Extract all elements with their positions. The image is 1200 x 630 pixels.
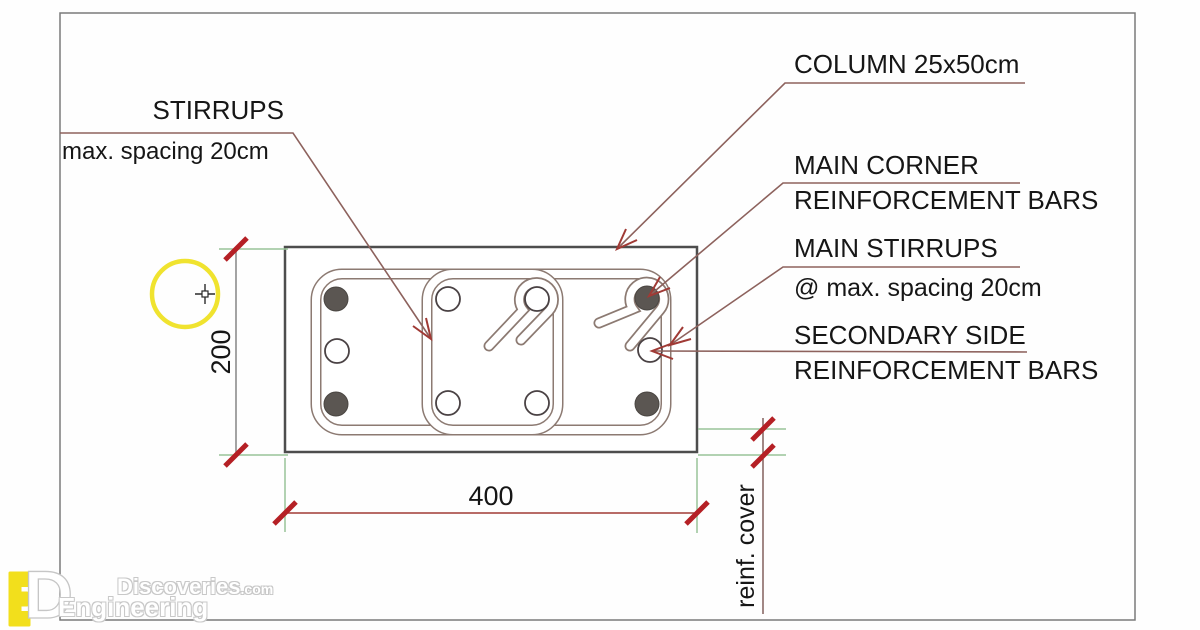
main-corner-label-line1: MAIN CORNER (794, 150, 979, 180)
secondary-side-label-line2: REINFORCEMENT BARS (794, 355, 1099, 385)
cross-tie-hook-corner (595, 278, 668, 350)
tick-mark (684, 500, 710, 526)
middle-bar (435, 286, 461, 312)
arrowhead-main-corner (646, 276, 671, 298)
tick-mark (223, 442, 249, 468)
corner-bar (634, 391, 660, 417)
arrowhead-secondary (649, 342, 674, 360)
side-bar (637, 337, 663, 363)
leader-line-main-stirrups (669, 266, 1020, 346)
cross-tie-hook-middle (485, 278, 558, 350)
secondary-side-label-line1: SECONDARY SIDE (794, 320, 1026, 350)
middle-bar (524, 286, 550, 312)
logo-letter-e (8, 571, 31, 627)
dim-height-value: 200 (205, 329, 236, 375)
watermark-discoveries: Discoveries.com (117, 574, 273, 600)
leader-line-column (616, 82, 1025, 250)
inner-stirrup (423, 270, 562, 434)
drawing-frame (59, 12, 1136, 621)
tick-mark (223, 236, 249, 262)
arrowhead-column (615, 228, 638, 251)
stirrups-label: STIRRUPS (152, 95, 284, 125)
main-stirrups-label-line1: MAIN STIRRUPS (794, 233, 998, 263)
column-size-label: COLUMN 25x50cm (794, 49, 1020, 79)
arrowhead-stirrups (412, 317, 433, 342)
main-stirrups-label-line2: @ max. spacing 20cm (794, 274, 1042, 302)
stirrups-spacing-label: max. spacing 20cm (62, 138, 269, 165)
middle-bar (435, 390, 461, 416)
watermark-engineering: Engineering (58, 592, 209, 622)
middle-bar (524, 390, 550, 416)
cursor-crosshair-icon (195, 284, 215, 304)
tick-mark (272, 500, 298, 526)
highlight-circle (149, 258, 221, 330)
dim-cover-label: reinf. cover (731, 484, 760, 608)
corner-bar (323, 391, 349, 417)
watermark-discoveries-text: Discoveries (117, 574, 241, 599)
tick-mark (750, 443, 776, 469)
dim-width-value: 400 (468, 480, 514, 511)
main-corner-label-line2: REINFORCEMENT BARS (794, 185, 1099, 215)
leader-line-stirrups (60, 132, 432, 340)
tick-mark (750, 416, 776, 442)
leader-line-secondary (651, 350, 1028, 353)
watermark-com-suffix: .com (240, 581, 274, 597)
side-bar (324, 338, 350, 364)
corner-bar (323, 286, 349, 312)
leader-line-main-corner (648, 182, 1020, 297)
logo-letter-d: D (24, 557, 73, 630)
